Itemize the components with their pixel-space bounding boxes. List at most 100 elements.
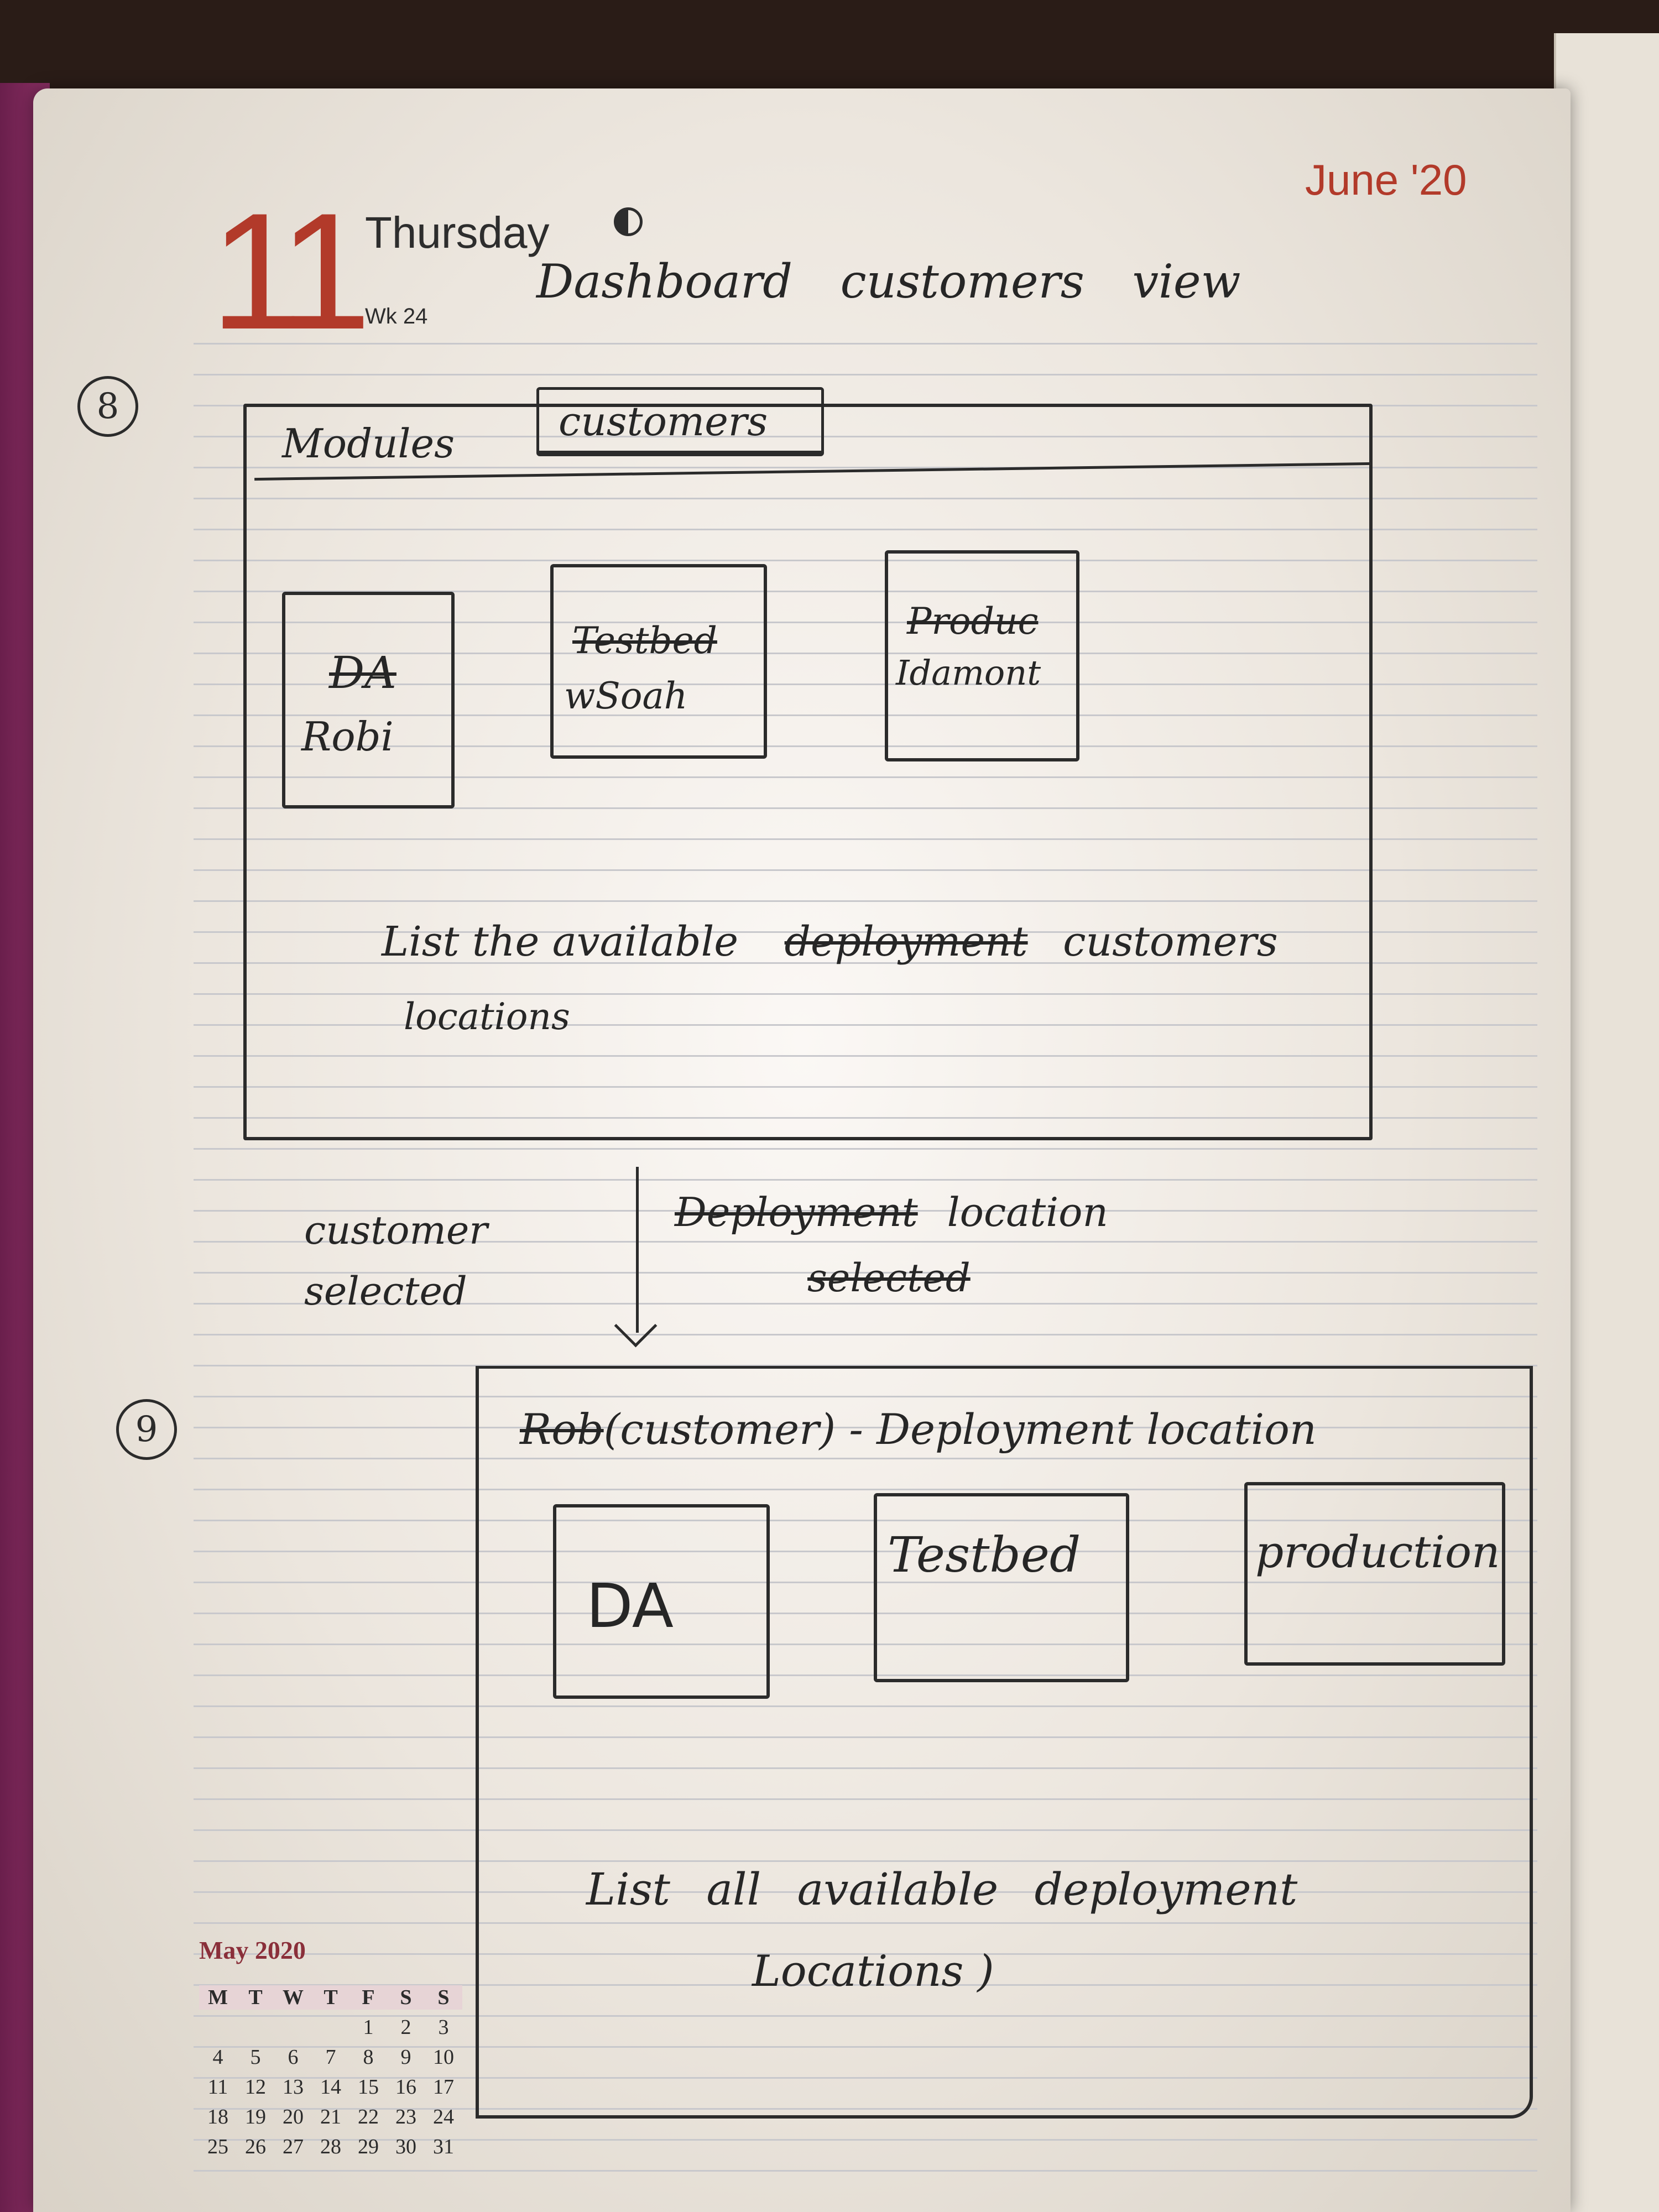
date-number: 11 <box>210 178 371 364</box>
calendar-day: 12 <box>245 2075 266 2099</box>
calendar-weekday-header: T <box>312 1985 349 2010</box>
ruled-line <box>194 1427 1537 1428</box>
calendar-day: 15 <box>358 2075 379 2099</box>
card-idamont <box>885 550 1079 761</box>
ruled-line <box>194 2139 1537 2141</box>
flow-struck-deployment: Deployment <box>675 1189 918 1235</box>
card-robi-label: Robi <box>301 713 394 760</box>
calendar-day: 28 <box>320 2135 341 2158</box>
flow-location: location <box>947 1189 1108 1235</box>
step-number-9: 9 <box>116 1399 177 1460</box>
calendar-day: 18 <box>207 2105 228 2128</box>
month-label: June '20 <box>1305 155 1467 204</box>
calendar-day: 1 <box>363 2016 374 2039</box>
step9-note-line1: List all available deployment <box>586 1864 1298 1915</box>
calendar-weekday-header: S <box>425 1985 462 2010</box>
ruled-line <box>194 1798 1537 1800</box>
step8-note-line1: List the available deployment customers <box>382 918 1278 966</box>
calendar-day: 20 <box>283 2105 304 2128</box>
ruled-line <box>194 467 1537 468</box>
ruled-line <box>194 1644 1537 1645</box>
week-number: Wk 24 <box>365 304 428 328</box>
ruled-line <box>194 684 1537 685</box>
ruled-line <box>194 1860 1537 1862</box>
tab-customers: customers <box>559 398 768 445</box>
ruled-line <box>194 2108 1537 2110</box>
step9-header: Rob(customer) - Deployment location <box>520 1405 1317 1454</box>
calendar-day: 27 <box>283 2135 304 2158</box>
card-robi <box>282 592 455 808</box>
calendar-day: 8 <box>363 2046 374 2069</box>
ruled-line <box>194 1489 1537 1490</box>
step9-note-line2: Locations ) <box>752 1947 994 1996</box>
ruled-line <box>194 962 1537 964</box>
calendar-title: May 2020 <box>199 1936 306 1964</box>
ruled-line <box>194 1891 1537 1893</box>
moon-phase-icon <box>614 207 643 236</box>
calendar-day: 26 <box>245 2135 266 2158</box>
card-wsoah-label: wSoah <box>564 675 688 717</box>
sketch-title: Dashboard customers view <box>536 254 1241 309</box>
calendar-day: 24 <box>433 2105 454 2128</box>
ruled-line <box>194 560 1537 561</box>
note-text-pre: List the available <box>382 918 739 966</box>
ruled-line <box>194 1365 1537 1366</box>
ruled-line <box>194 1272 1537 1274</box>
ruled-line <box>194 1674 1537 1676</box>
ruled-line <box>194 1767 1537 1769</box>
calendar-day: 17 <box>433 2075 454 2099</box>
ruled-line <box>194 2170 1537 2172</box>
ruled-line <box>194 838 1537 840</box>
arrow-head-icon <box>614 1304 658 1348</box>
ruled-line <box>194 1613 1537 1614</box>
card-da-label: DA <box>586 1571 674 1641</box>
ruled-line <box>194 900 1537 902</box>
step9-header-struck: Rob <box>520 1405 604 1454</box>
calendar-day <box>312 2015 349 2039</box>
ruled-line <box>194 1117 1537 1119</box>
calendar-weekday-header: W <box>274 1985 312 2010</box>
note-text-struck: deployment <box>784 918 1028 966</box>
ruled-line <box>194 1953 1537 1955</box>
card-wsoah-struck: Testbed <box>572 619 717 662</box>
ruled-line <box>194 1210 1537 1212</box>
ruled-line <box>194 2077 1537 2079</box>
ruled-line <box>194 1396 1537 1397</box>
calendar-day: 25 <box>207 2135 228 2158</box>
ruled-line <box>194 653 1537 654</box>
ruled-line <box>194 591 1537 592</box>
ruled-line <box>194 374 1537 375</box>
card-idamont-label: Idamont <box>896 653 1041 693</box>
ruled-line <box>194 1024 1537 1026</box>
calendar-day: 6 <box>288 2046 299 2069</box>
ruled-line <box>194 622 1537 623</box>
calendar-day: 31 <box>433 2135 454 2158</box>
ruled-line <box>194 1303 1537 1305</box>
card-wsoah <box>550 564 767 759</box>
ruled-line <box>194 1086 1537 1088</box>
card-production-label: production <box>1255 1526 1500 1578</box>
calendar-day <box>199 2015 237 2039</box>
step8-note-line2: locations <box>404 995 570 1038</box>
ruled-line <box>194 714 1537 716</box>
calendar-day: 14 <box>320 2075 341 2099</box>
calendar-day: 3 <box>438 2016 449 2039</box>
calendar-day <box>274 2015 312 2039</box>
card-production <box>1244 1482 1505 1666</box>
weekday: Thursday <box>365 208 550 257</box>
step9-header-text: (customer) - Deployment location <box>603 1405 1317 1454</box>
ruled-line <box>194 869 1537 871</box>
ruled-line <box>194 1334 1537 1335</box>
tab-modules: Modules <box>282 420 455 467</box>
calendar-day: 29 <box>358 2135 379 2158</box>
ruled-line <box>194 343 1537 345</box>
ruled-line <box>194 1179 1537 1181</box>
ruled-line <box>194 1055 1537 1057</box>
ruled-line <box>194 1705 1537 1707</box>
step9-frame <box>476 1366 1533 2119</box>
ruled-line <box>194 1922 1537 1924</box>
calendar-day: 5 <box>250 2046 261 2069</box>
calendar-day: 13 <box>283 2075 304 2099</box>
ruled-line <box>194 776 1537 778</box>
